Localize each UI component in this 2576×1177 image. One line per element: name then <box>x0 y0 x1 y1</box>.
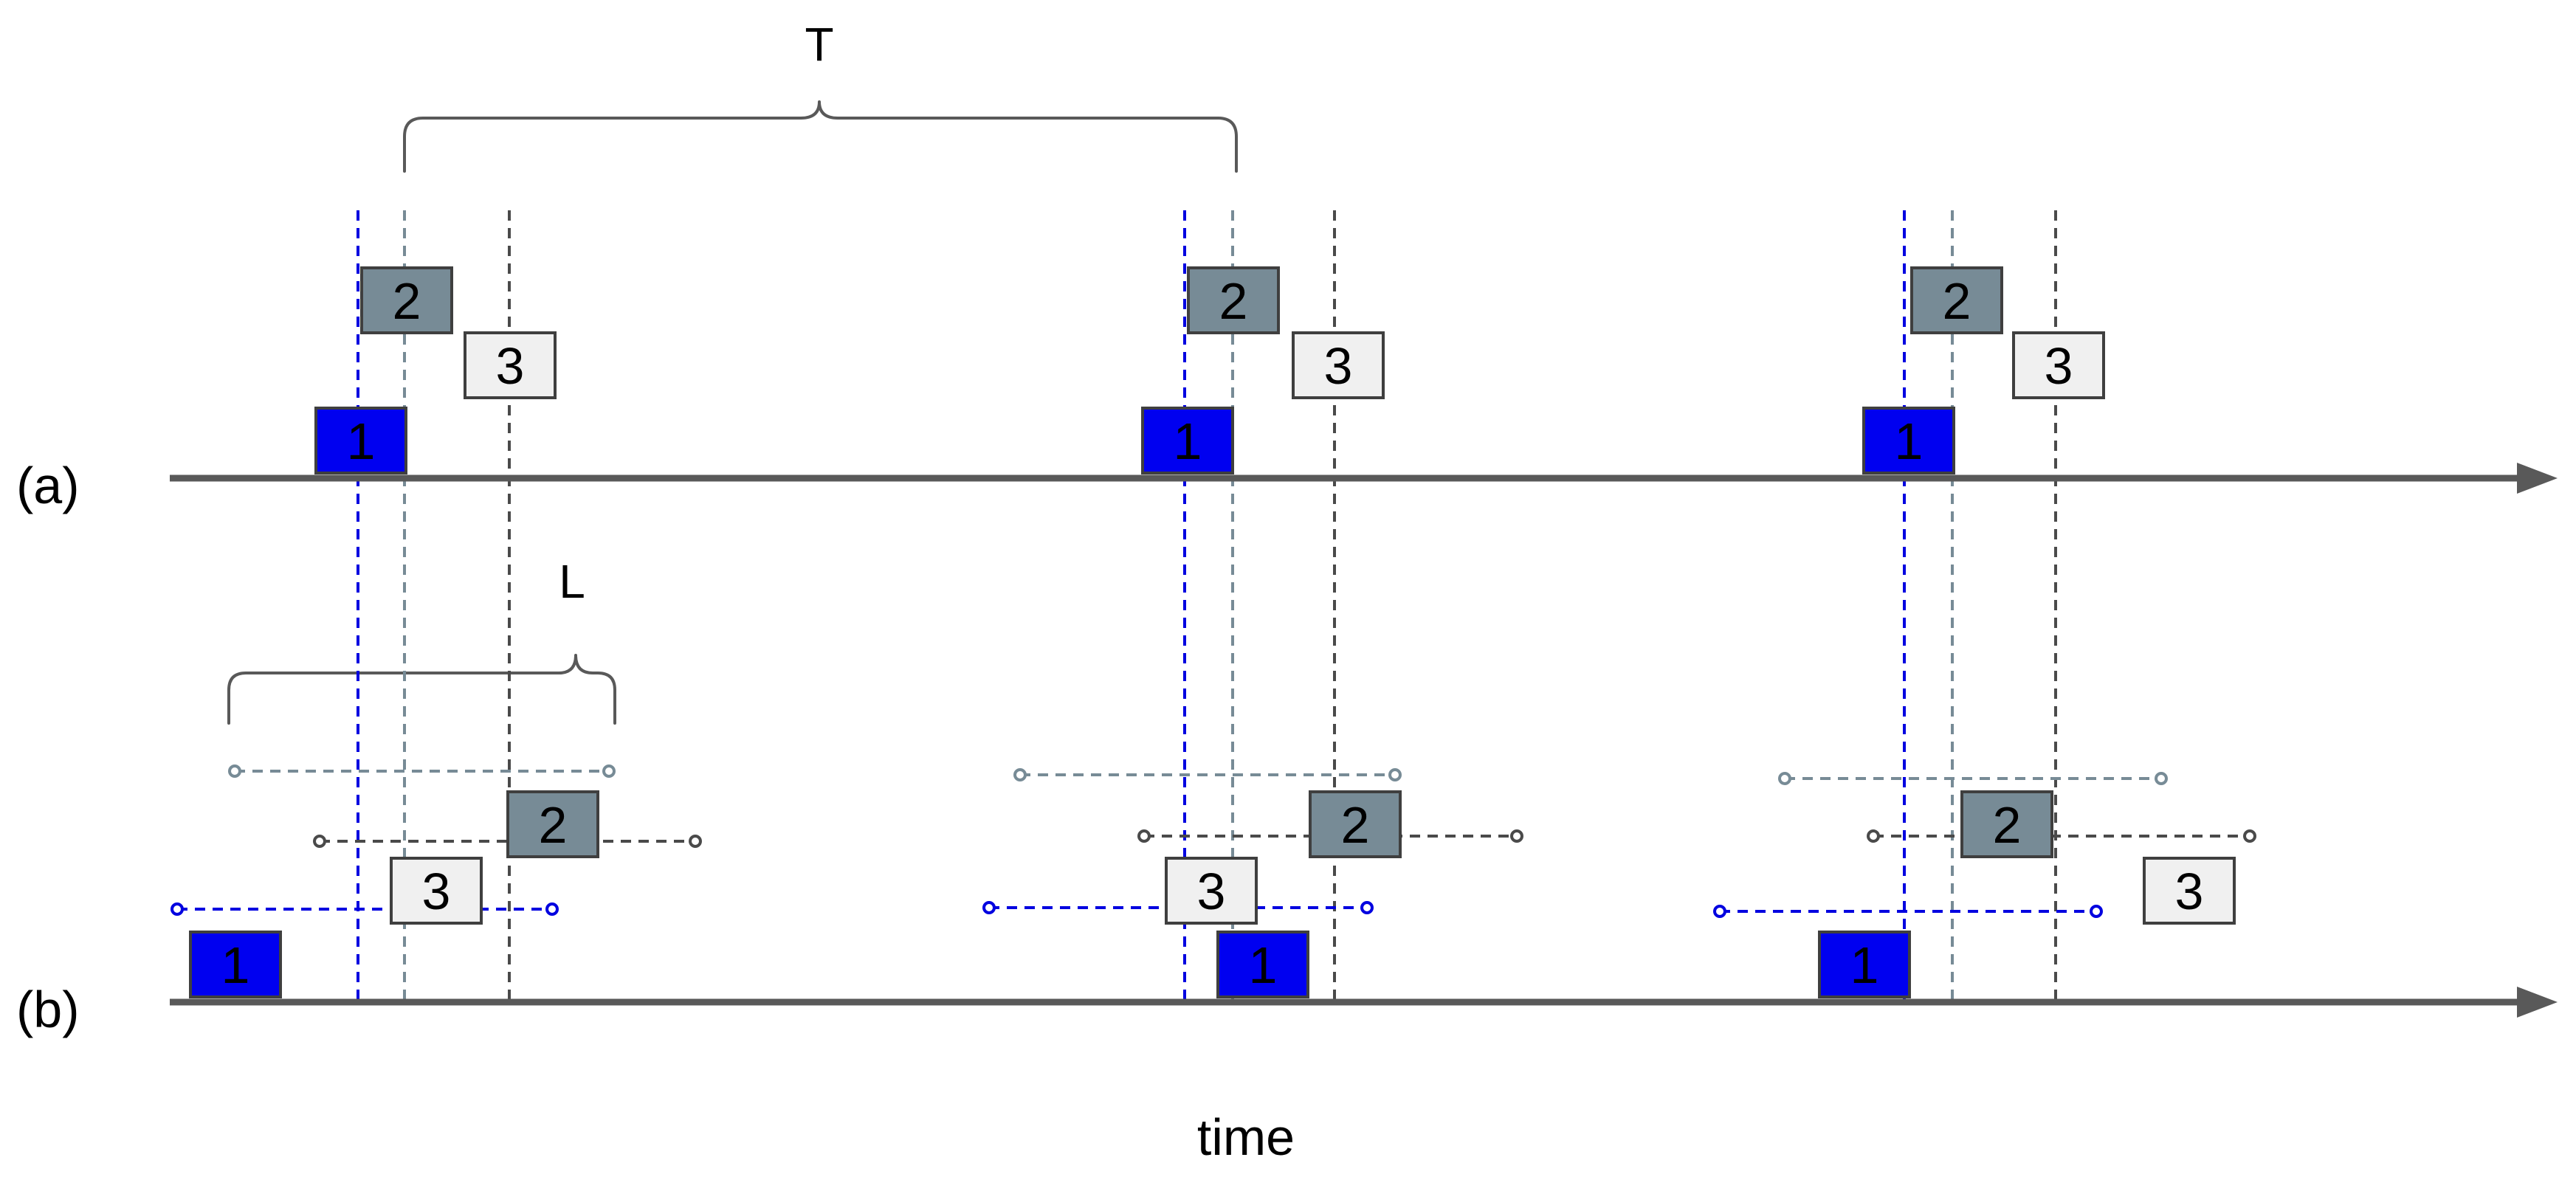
window-end-point <box>602 764 616 778</box>
task-box-label: 1 <box>1850 936 1879 994</box>
window-line-2 <box>228 764 616 778</box>
task-box-3: 3 <box>1292 331 1385 399</box>
window-start-point <box>313 835 326 848</box>
window-start-point <box>1713 905 1726 918</box>
period-brace <box>403 100 1238 173</box>
window-line-1 <box>171 902 559 916</box>
window-start-point <box>1137 829 1151 843</box>
task-box-label: 3 <box>1197 863 1226 920</box>
task-box-2: 2 <box>360 266 453 334</box>
task-box-label: 3 <box>1324 337 1353 395</box>
task-box-2: 2 <box>506 790 599 858</box>
window-end-point <box>1388 768 1402 781</box>
task-box-1: 1 <box>1818 931 1911 998</box>
row-a-label: (a) <box>16 457 80 514</box>
task-box-3: 3 <box>1165 857 1258 925</box>
task-box-3: 3 <box>390 857 483 925</box>
window-line-3 <box>313 835 702 848</box>
task-box-label: 2 <box>539 796 568 854</box>
window-label: L <box>559 555 585 608</box>
task-box-label: 1 <box>347 413 376 470</box>
task-box-2: 2 <box>1910 266 2003 334</box>
window-line-2 <box>1013 768 1402 781</box>
window-start-point <box>982 901 996 914</box>
task-box-label: 2 <box>1943 272 1971 330</box>
window-start-point <box>1867 829 1880 843</box>
x-axis-title: time <box>1197 1108 1295 1166</box>
window-start-point <box>1778 772 1791 785</box>
task-box-1: 1 <box>314 407 407 474</box>
task-box-label: 3 <box>2045 337 2073 395</box>
task-box-2: 2 <box>1187 266 1280 334</box>
window-end-point <box>545 902 559 916</box>
task-box-3: 3 <box>2143 857 2236 925</box>
window-start-point <box>1013 768 1027 781</box>
row-b-label: (b) <box>16 981 80 1038</box>
window-brace <box>227 654 616 725</box>
task-box-3: 3 <box>464 331 557 399</box>
window-lines <box>171 764 2256 918</box>
window-line-3 <box>1867 829 2256 843</box>
window-end-point <box>2090 905 2103 918</box>
time-axis-a <box>170 463 2558 494</box>
task-box-2: 2 <box>1960 790 2053 858</box>
task-box-label: 1 <box>221 936 250 994</box>
window-end-point <box>1510 829 1523 843</box>
task-box-3: 3 <box>2012 331 2105 399</box>
task-box-label: 1 <box>1174 413 1202 470</box>
window-start-point <box>228 764 241 778</box>
task-box-label: 1 <box>1895 413 1924 470</box>
window-end-point <box>2155 772 2168 785</box>
window-line-1 <box>1713 905 2103 918</box>
task-box-1: 1 <box>1862 407 1955 474</box>
window-end-point <box>1360 901 1374 914</box>
task-box-label: 2 <box>1341 796 1370 854</box>
task-box-label: 3 <box>422 863 451 920</box>
task-box-1: 1 <box>1141 407 1234 474</box>
task-box-label: 3 <box>496 337 525 395</box>
task-box-label: 2 <box>1993 796 2022 854</box>
window-end-point <box>689 835 702 848</box>
window-line-1 <box>982 901 1374 914</box>
window-start-point <box>171 902 184 916</box>
task-box-2: 2 <box>1309 790 1402 858</box>
task-box-1: 1 <box>189 931 282 998</box>
task-box-label: 2 <box>393 272 421 330</box>
task-box-label: 2 <box>1219 272 1248 330</box>
task-box-label: 3 <box>2175 863 2204 920</box>
task-box-1: 1 <box>1216 931 1309 998</box>
window-line-2 <box>1778 772 2168 785</box>
task-box-label: 1 <box>1249 936 1278 994</box>
window-end-point <box>2243 829 2256 843</box>
period-label: T <box>805 18 833 71</box>
time-axis-b <box>170 987 2558 1018</box>
